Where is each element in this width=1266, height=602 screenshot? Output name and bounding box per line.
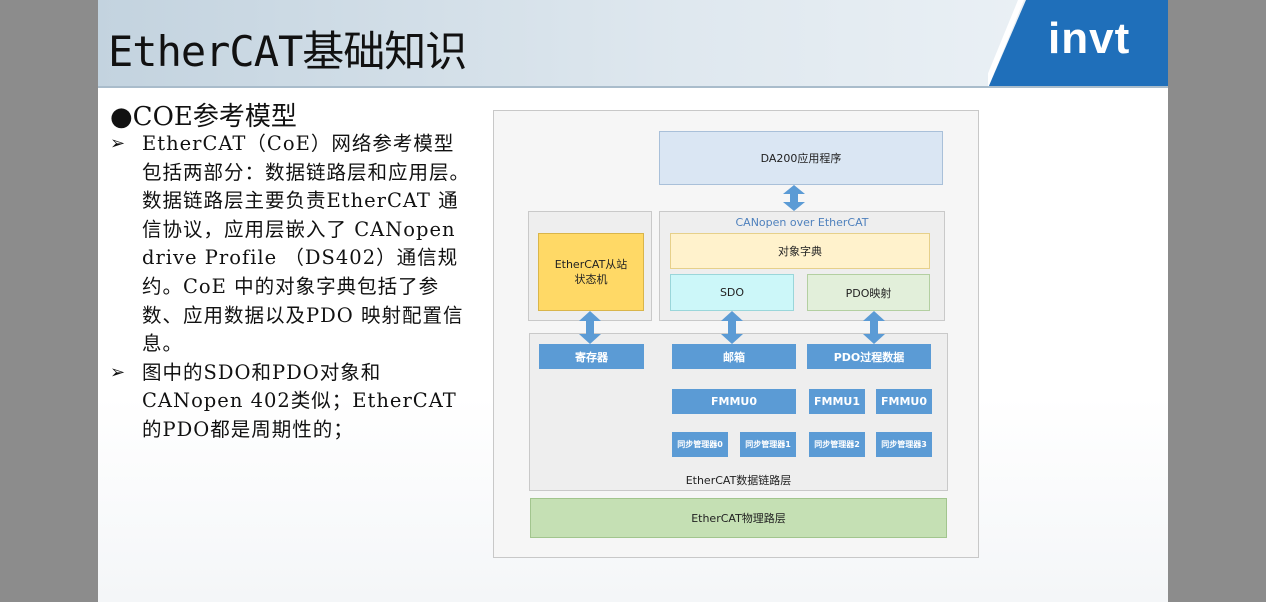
arrow-bullet-icon: ➢ [110, 133, 126, 154]
double-arrow-icon [579, 311, 601, 344]
mailbox-box: 邮箱 [672, 344, 796, 369]
sdo-box: SDO [670, 274, 794, 311]
sync-manager-box: 同步管理器0 [672, 432, 728, 457]
title-divider [98, 86, 1168, 88]
slave-state-machine-box: EtherCAT从站 状态机 [538, 233, 644, 311]
object-dictionary-box: 对象字典 [670, 233, 930, 269]
sync-manager-box: 同步管理器2 [809, 432, 865, 457]
logo-text: invt [1048, 14, 1131, 63]
app-program-box: DA200应用程序 [659, 131, 943, 185]
bullet-list: ➢ EtherCAT（CoE）网络参考模型包括两部分：数据链路层和应用层。数据链… [110, 130, 470, 445]
double-arrow-icon [863, 311, 885, 344]
logo-shape-icon [988, 0, 1168, 88]
fmmu-box: FMMU0 [876, 389, 932, 414]
bullet-item: ➢ 图中的SDO和PDO对象和CANopen 402类似；EtherCAT的PD… [110, 359, 470, 445]
slide-title: EtherCAT基础知识 [108, 27, 467, 76]
sync-manager-box: 同步管理器3 [876, 432, 932, 457]
section-heading: ●COE参考模型 [110, 102, 297, 132]
coe-reference-model-diagram: DA200应用程序 EtherCAT从站 状态机 CANopen over Et… [493, 110, 979, 558]
title-bar: EtherCAT基础知识 invt [98, 0, 1168, 88]
bullet-text: 图中的SDO和PDO对象和CANopen 402类似；EtherCAT的PDO都… [142, 360, 457, 441]
double-arrow-icon [783, 185, 805, 211]
slide: EtherCAT基础知识 invt ●COE参考模型 ➢ EtherCAT（Co… [98, 0, 1168, 602]
double-arrow-icon [721, 311, 743, 344]
register-box: 寄存器 [539, 344, 644, 369]
pdo-mapping-box: PDO映射 [807, 274, 930, 311]
pdo-process-data-box: PDO过程数据 [807, 344, 931, 369]
canopen-label: CANopen over EtherCAT [735, 215, 869, 229]
bullet-text: EtherCAT（CoE）网络参考模型包括两部分：数据链路层和应用层。数据链路层… [142, 132, 471, 356]
arrow-bullet-icon: ➢ [110, 361, 126, 383]
fmmu-box: FMMU1 [809, 389, 865, 414]
bullet-item: ➢ EtherCAT（CoE）网络参考模型包括两部分：数据链路层和应用层。数据链… [110, 130, 470, 359]
datalink-layer-label: EtherCAT数据链路层 [685, 474, 792, 487]
fmmu-box: FMMU0 [672, 389, 796, 414]
physical-layer-box: EtherCAT物理路层 [530, 498, 947, 538]
sync-manager-box: 同步管理器1 [740, 432, 796, 457]
brand-logo: invt [988, 0, 1168, 88]
